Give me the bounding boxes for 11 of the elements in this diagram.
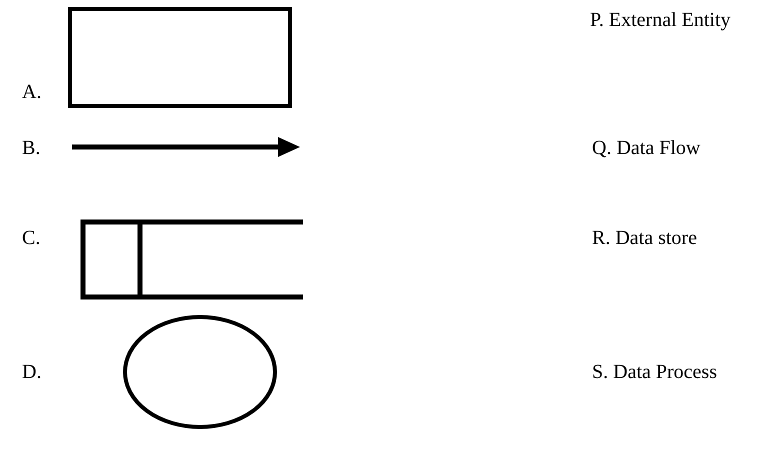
- letter-label: B.: [22, 136, 40, 160]
- data-store-symbol: [80, 220, 303, 300]
- option-label: R. Data store: [592, 226, 697, 250]
- option-label: P. External Entity: [590, 8, 731, 32]
- option-label: S. Data Process: [592, 360, 717, 384]
- letter-label: A.: [22, 80, 42, 104]
- external-entity-symbol: [68, 7, 292, 108]
- data-process-symbol: [123, 315, 277, 429]
- letter-label: D.: [22, 360, 42, 384]
- option-label: Q. Data Flow: [592, 136, 700, 160]
- letter-label: C.: [22, 226, 40, 250]
